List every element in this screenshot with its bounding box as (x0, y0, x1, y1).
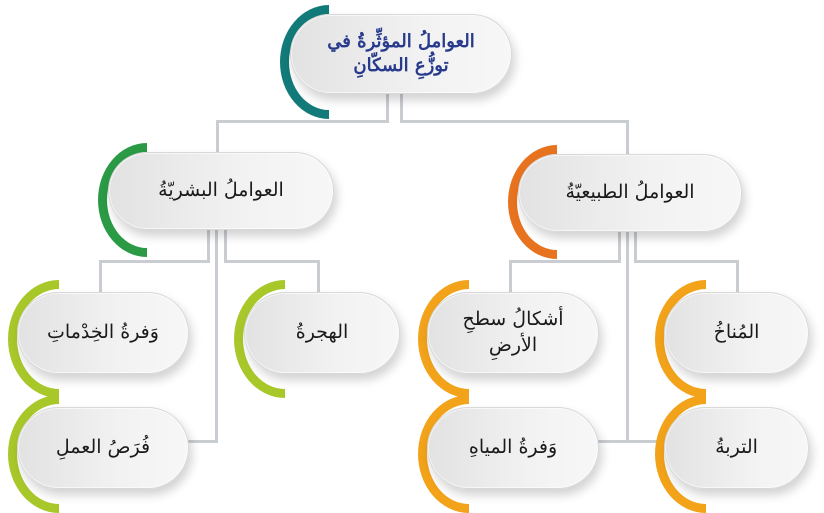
connector (186, 440, 218, 443)
connector (400, 92, 403, 122)
connector (99, 260, 210, 263)
landforms-label-line1: أشكالُ سطحِ (462, 308, 564, 331)
migration-pill: الهجرةُ (244, 292, 400, 374)
connector (618, 230, 621, 262)
connector (216, 120, 389, 123)
water-pill: وَفرةُ المياهِ (427, 407, 599, 489)
connector (634, 230, 637, 262)
connector (386, 92, 389, 122)
connector (596, 440, 664, 443)
connector (736, 260, 739, 292)
connector (634, 260, 739, 263)
root-label-line2: توزُّعِ السكّانِ (353, 55, 449, 76)
root-pill: العواملُ المؤثِّرةُ في توزُّعِ السكّانِ (290, 14, 512, 94)
water-label: وَفرةُ المياهِ (468, 436, 558, 459)
connector (207, 228, 210, 262)
human-factors-pill: العواملُ البشريّةُ (108, 152, 334, 230)
connector (626, 120, 629, 154)
work-opportunities-label: فُرَصُ العملِ (55, 436, 151, 459)
landforms-pill: أشكالُ سطحِ الأرضِ (427, 292, 599, 374)
services-label: وَفرةُ الخِدْماتِ (47, 321, 159, 344)
work-opportunities-pill: فُرَصُ العملِ (17, 407, 189, 489)
soil-label: التربةُ (715, 436, 758, 459)
connector (400, 120, 628, 123)
connector (509, 260, 621, 263)
connector (626, 230, 629, 442)
connector (216, 120, 219, 154)
climate-label: المُناخُ (713, 321, 760, 344)
human-factors-label: العواملُ البشريّةُ (158, 179, 284, 202)
soil-pill: التربةُ (664, 407, 809, 489)
connector (509, 260, 512, 292)
root-label-line1: العواملُ المؤثِّرةُ في (327, 30, 475, 52)
natural-factors-pill: العواملُ الطبيعيّةُ (518, 154, 742, 232)
connector (317, 260, 320, 292)
natural-factors-label: العواملُ الطبيعيّةُ (565, 181, 695, 204)
migration-label: الهجرةُ (295, 321, 349, 344)
climate-pill: المُناخُ (664, 292, 809, 374)
connector (99, 260, 102, 292)
connector (224, 228, 227, 262)
landforms-label-line2: الأرضِ (488, 334, 538, 356)
connector (215, 228, 218, 442)
connector (224, 260, 320, 263)
services-pill: وَفرةُ الخِدْماتِ (17, 292, 189, 374)
